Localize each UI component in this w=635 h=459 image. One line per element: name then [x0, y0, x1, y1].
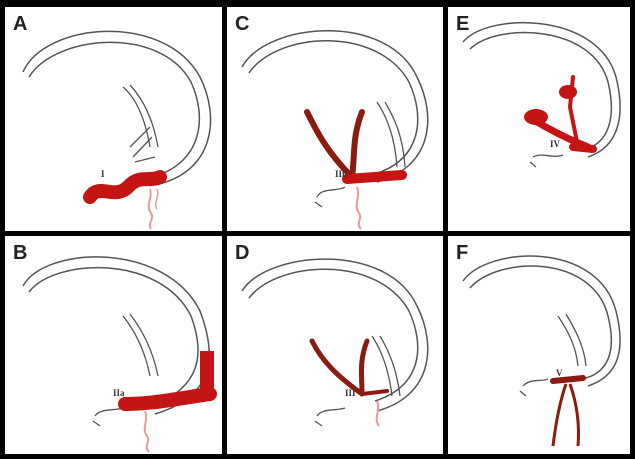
panel-d-type-label: III	[345, 388, 356, 398]
panel-e-diagram: IV	[448, 7, 630, 231]
panel-f-diagram: V	[448, 236, 630, 454]
panel-e-type-label: IV	[550, 139, 561, 149]
panel-a: I A	[5, 7, 222, 231]
panel-f-type-label: V	[556, 368, 563, 378]
panel-d: III D	[227, 236, 443, 454]
panel-c-letter: C	[235, 13, 249, 36]
panel-b-type-label: IIa	[113, 388, 125, 398]
panel-d-letter: D	[235, 242, 249, 265]
panel-c-diagram: IIb	[227, 7, 443, 231]
panel-a-letter: A	[13, 13, 27, 36]
panel-a-type-label: I	[101, 169, 105, 179]
panel-b: IIa B	[5, 236, 222, 454]
panel-f: V F	[448, 236, 630, 454]
panel-d-diagram: III	[227, 236, 443, 454]
panel-b-diagram: IIa	[5, 236, 222, 454]
panel-b-letter: B	[13, 242, 27, 265]
panel-e: IV E	[448, 7, 630, 231]
panel-a-diagram: I	[5, 7, 222, 231]
panel-f-letter: F	[456, 242, 468, 265]
panel-c-type-label: IIb	[335, 169, 347, 179]
panel-e-letter: E	[456, 13, 469, 36]
panel-c: IIb C	[227, 7, 443, 231]
